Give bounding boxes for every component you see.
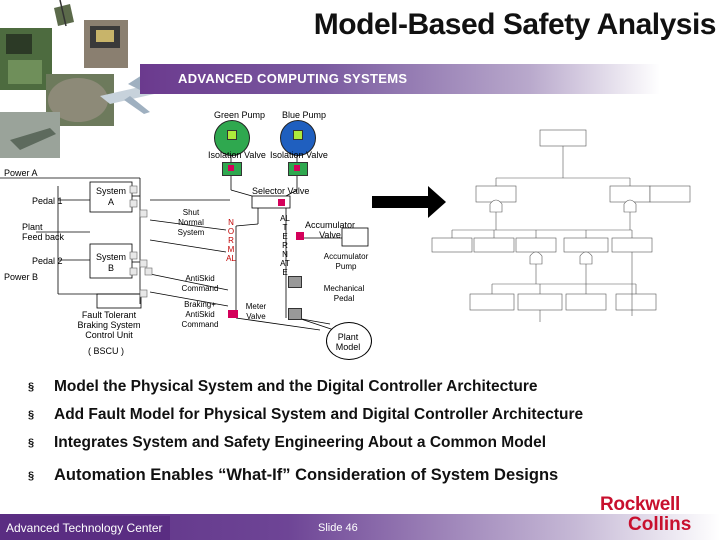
bullet-item: §Integrates System and Safety Engineerin… [28, 434, 547, 451]
slide-title: Model-Based Safety Analysis [313, 8, 717, 41]
accumulator-valve-label: Accumulator Valve [304, 220, 356, 240]
power-a-label: Power A [4, 168, 38, 178]
accumulator-pump-label: Accumulator Pump [323, 252, 369, 271]
shut-normal-label: Shut Normal System [177, 208, 205, 237]
bscu-title: Fault Tolerant Braking System Control Un… [77, 310, 141, 340]
selector-valve-icon [278, 199, 285, 206]
normal-line-label: NORMAL [226, 218, 236, 263]
mechanical-pedal-label: Mechanical Pedal [323, 284, 365, 303]
isolation-valve-marker-icon-2 [294, 165, 300, 171]
alternate-line-label: ALTERNATE [280, 214, 290, 277]
bullet-item: §Automation Enables “What-If” Considerat… [28, 466, 559, 484]
isolation-valve-label-1: Isolation Valve [208, 150, 266, 160]
bullet-item: §Add Fault Model for Physical System and… [28, 406, 584, 423]
system-a-label: System A [95, 186, 126, 207]
accumulator-valve-icon [296, 232, 304, 240]
antiskid-command-label: AntiSkid Command [181, 274, 219, 293]
braking-antiskid-label: Braking+ AntiSkid Command [181, 300, 219, 329]
pedal-2-label: Pedal 2 [32, 256, 63, 266]
bullet-marker-icon: § [28, 408, 35, 421]
isolation-valve-marker-icon-1 [228, 165, 234, 171]
pedal-1-label: Pedal 1 [32, 196, 63, 206]
blue-pump-label: Blue Pump [282, 110, 327, 120]
blue-pump-port-icon [293, 130, 303, 140]
logo-collins: Collins [628, 514, 692, 535]
slide-number: Slide 46 [318, 522, 358, 534]
bullet-marker-icon: § [28, 469, 35, 482]
green-pump-label: Green Pump [214, 110, 266, 120]
logo-rockwell: Rockwell [600, 494, 680, 515]
bullet-marker-icon: § [28, 436, 35, 449]
power-b-label: Power B [4, 272, 39, 282]
diagram-connections [0, 129, 691, 333]
system-b-label: System B [95, 252, 126, 273]
meter-valve-icon-3 [288, 308, 302, 320]
plant-model-label: Plant Model [335, 332, 361, 352]
meter-valve-label: Meter Valve [245, 302, 267, 321]
selector-valve-label: Selector Valve [252, 186, 310, 196]
meter-valve-icon-2 [288, 276, 302, 288]
meter-valve-icon-1 [228, 310, 238, 318]
bullet-marker-icon: § [28, 380, 35, 393]
isolation-valve-label-2: Isolation Valve [270, 150, 328, 160]
green-pump-port-icon [227, 130, 237, 140]
aerospace-collage-image [0, 0, 172, 158]
plant-feedback-label: Plant Feed back [22, 222, 65, 242]
banner-bar [140, 64, 660, 94]
banner-title: ADVANCED COMPUTING SYSTEMS [178, 71, 408, 86]
footer-org: Advanced Technology Center [0, 516, 170, 540]
bullet-item: §Model the Physical System and the Digit… [28, 378, 538, 395]
bscu-abbrev: ( BSCU ) [88, 346, 124, 356]
plant-model-ellipse [326, 322, 372, 360]
